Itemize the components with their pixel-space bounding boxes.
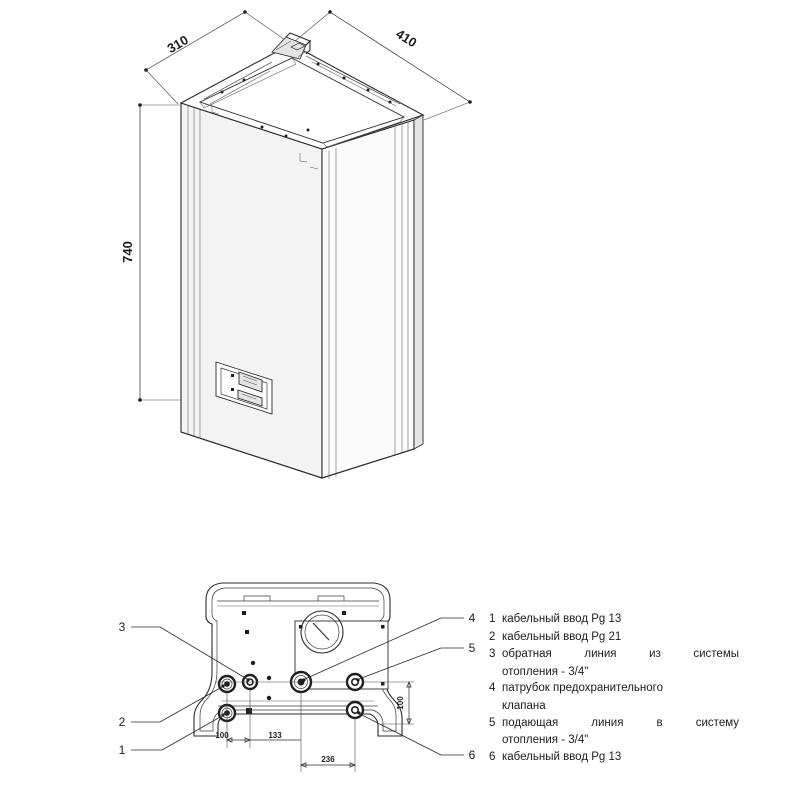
callout-4-label: 4 [469,611,476,625]
legend-item-5-number: 5 [489,716,496,729]
legend-item-5: 5 подающая линия в систему [489,715,739,732]
port-cable-gland-right-lower [345,700,365,720]
legend-item-5-text-cont: отопления - 3/4" [502,734,589,747]
legend-item-6: 6 кабельный ввод Pg 13 [489,749,739,766]
top-hanger-bracket [271,32,311,60]
port-supply-line [345,672,365,692]
legend-item-2-text: кабельный ввод Pg 21 [502,630,622,643]
callout-5-label: 5 [469,641,476,655]
dimension-236-label: 236 [321,755,335,764]
legend-item-3-text-cont: отопления - 3/4" [502,665,589,678]
legend-item-4-text: патрубок предохранительного [502,682,663,695]
dimension-vertical-100-label: 100 [396,696,405,710]
legend-item-6-number: 6 [489,750,496,763]
control-panel [215,361,273,415]
control-panel-display [238,371,263,393]
legend-item-4: 4 патрубок предохранительного [489,680,739,697]
legend-list: 1 кабельный ввод Pg 13 2 кабельный ввод … [489,611,739,766]
legend-item-5-text: подающая линия в систему [502,716,739,729]
legend-item-3: 3 обратная линия из системы [489,646,739,663]
dimension-100-label: 100 [215,731,229,740]
boiler-right-edge [413,114,424,450]
callout-2-label: 2 [119,715,126,729]
port-cable-gland-left-upper [217,674,237,694]
legend-item-4-text-cont: клапана [502,699,546,712]
dimension-133-label: 133 [268,731,282,740]
legend-item-4-number: 4 [489,682,496,695]
dimension-740-label: 740 [120,241,135,263]
callout-leaders-right: 4 5 6 [302,611,476,762]
callout-leaders-left: 3 2 1 [119,620,250,757]
callout-1-label: 1 [119,743,126,757]
legend-item-1-number: 1 [489,613,496,625]
callout-6-label: 6 [469,748,476,762]
port-safety-valve-pipe [289,670,313,694]
legend-item-3-number: 3 [489,648,496,661]
legend-item-6-text: кабельный ввод Pg 13 [502,750,622,763]
round-component [300,610,344,654]
dimension-chain-bottom: 100 133 236 [215,681,356,772]
dimension-740: 740 [120,103,188,402]
boiler-body-isometric [179,32,425,479]
legend-item-1: 1 кабельный ввод Pg 13 [489,611,739,628]
legend-item-2: 2 кабельный ввод Pg 21 [489,629,739,646]
legend-item-2-number: 2 [489,630,496,643]
legend-item-3-text: обратная линия из системы [502,648,739,661]
legend-item-1-text: кабельный ввод Pg 13 [502,613,622,625]
callout-3-label: 3 [119,620,126,634]
dimension-vertical-100: 100 [363,681,414,725]
control-panel-button [237,389,263,407]
